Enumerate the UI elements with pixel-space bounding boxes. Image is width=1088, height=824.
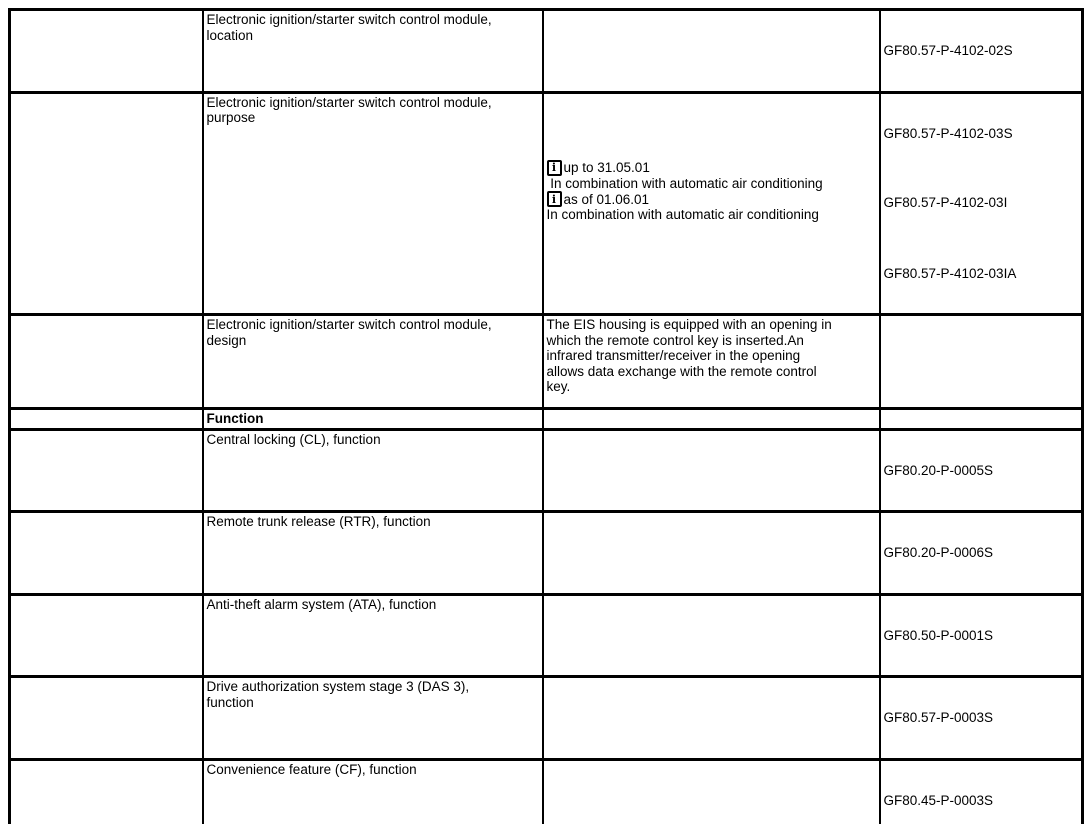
- table-row: Central locking (CL), function GF80.20-P…: [8, 427, 1084, 513]
- description-cell: Anti-theft alarm system (ATA), function: [201, 592, 544, 678]
- info-icon[interactable]: i: [546, 191, 562, 207]
- doc-code-cell: GF80.20-P-0005S: [878, 427, 1084, 513]
- table-row: Remote trunk release (RTR), function GF8…: [8, 510, 1084, 596]
- function-document-table: Electronic ignition/starter switch contr…: [8, 8, 1084, 824]
- doc-code-link[interactable]: GF80.57-P-4102-03S: [883, 125, 1013, 141]
- doc-code-link[interactable]: GF80.57-P-4102-02S: [883, 43, 1013, 58]
- doc-code-link[interactable]: GF80.57-P-4102-03IA: [883, 265, 1017, 281]
- table-row: Anti-theft alarm system (ATA), function …: [8, 592, 1084, 678]
- empty-cell: [8, 510, 204, 596]
- info-label: as of 01.06.01: [563, 191, 650, 207]
- doc-code-cell: GF80.50-P-0001S: [878, 592, 1084, 678]
- empty-cell: [8, 592, 204, 678]
- detail-cell: The EIS housing is equipped with an open…: [541, 313, 881, 410]
- empty-cell: [8, 313, 204, 410]
- info-text: In combination with automatic air condit…: [546, 207, 819, 222]
- description-cell: Convenience feature (CF), function: [201, 757, 544, 824]
- doc-code-cell: GF80.45-P-0003S: [878, 757, 1084, 824]
- description-cell: Central locking (CL), function: [201, 427, 544, 513]
- info-label: up to 31.05.01: [563, 160, 650, 175]
- table-row: Drive authorization system stage 3 (DAS …: [8, 675, 1084, 761]
- doc-code-link[interactable]: GF80.57-P-0003S: [883, 710, 994, 725]
- detail-cell: [541, 8, 881, 94]
- empty-cell: [8, 757, 204, 824]
- doc-code-link[interactable]: GF80.20-P-0006S: [883, 545, 994, 560]
- doc-code-cell: GF80.57-P-4102-03S GF80.57-P-4102-03I GF…: [878, 90, 1084, 316]
- doc-code-link[interactable]: GF80.20-P-0005S: [883, 462, 994, 478]
- doc-code-cell: GF80.57-P-4102-02S: [878, 8, 1084, 94]
- table-row: Electronic ignition/starter switch contr…: [8, 8, 1084, 94]
- detail-cell: [541, 427, 881, 513]
- description-cell: Electronic ignition/starter switch contr…: [201, 313, 544, 410]
- detail-cell: [541, 510, 881, 596]
- table-row: Convenience feature (CF), function GF80.…: [8, 757, 1084, 824]
- empty-cell: [8, 427, 204, 513]
- doc-code-cell: GF80.20-P-0006S: [878, 510, 1084, 596]
- doc-code-cell: [878, 313, 1084, 410]
- info-text: In combination with automatic air condit…: [546, 175, 823, 191]
- empty-cell: [8, 675, 204, 761]
- detail-cell: [541, 675, 881, 761]
- table-row: Electronic ignition/starter switch contr…: [8, 313, 1084, 410]
- doc-code-link[interactable]: GF80.45-P-0003S: [883, 792, 994, 808]
- description-cell: Electronic ignition/starter switch contr…: [201, 8, 544, 94]
- description-cell: Drive authorization system stage 3 (DAS …: [201, 675, 544, 761]
- empty-cell: [8, 8, 204, 94]
- doc-code-link[interactable]: GF80.50-P-0001S: [883, 627, 994, 643]
- description-cell: Electronic ignition/starter switch contr…: [201, 90, 544, 316]
- description-cell: Remote trunk release (RTR), function: [201, 510, 544, 596]
- info-icon[interactable]: i: [546, 159, 562, 176]
- empty-cell: [8, 90, 204, 316]
- doc-code-link[interactable]: GF80.57-P-4102-03I: [883, 195, 1008, 210]
- detail-cell: [541, 757, 881, 824]
- detail-cell: [541, 592, 881, 678]
- doc-code-cell: GF80.57-P-0003S: [878, 675, 1084, 761]
- table-row: Electronic ignition/starter switch contr…: [8, 90, 1084, 316]
